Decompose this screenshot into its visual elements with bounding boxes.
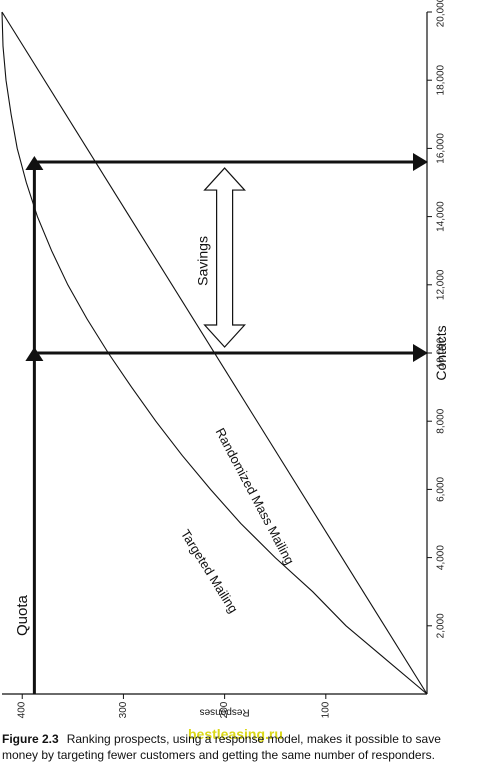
caption-label: Figure 2.3 [2,732,59,746]
savings-label: Savings [195,236,211,286]
chart: 2,000 4,000 6,000 8,000 10,000 12,000 14,000 16… [1,0,449,718]
caption-text: Ranking prospects, using a response mode… [2,732,441,762]
responses-tick-label: 400 [17,701,28,718]
contacts-tick-label: 14,000 [436,201,447,232]
contacts-tick-label: 6,000 [436,476,447,501]
contacts-tick-label: 4,000 [436,545,447,570]
savings-double-arrow [203,167,246,348]
contacts-tick-label: 16,000 [436,133,447,164]
labels: 2,000 4,000 6,000 8,000 10,000 12,000 14,000 16… [14,0,449,718]
annotations [25,153,428,694]
contacts-axis-title: Contacts [433,325,449,380]
quota-label: Quota [14,594,31,636]
contacts-tick-label: 20,000 [436,0,447,27]
responses-tick-label: 300 [118,701,129,718]
responses-tick-label: 200 [219,701,230,718]
contacts-arrowhead [413,344,428,362]
responses-axis-title: Responses [200,707,250,718]
contacts-tick-label: 10,000 [436,337,447,368]
contacts-arrowhead [413,153,428,172]
contacts-tick-label: 18,000 [436,64,447,95]
contacts-tick-label: 2,000 [436,613,447,638]
responses-tick-label: 100 [320,701,331,718]
targeted-mailing-label: Targeted Mailing [178,527,241,616]
watermark-text: bestleasing.ru [188,726,283,742]
contacts-tick-label: 8,000 [436,408,447,433]
contacts-tick-label: 12,000 [436,269,447,300]
randomized-mass-mailing-label: Randomized Mass Mailing [213,425,298,567]
